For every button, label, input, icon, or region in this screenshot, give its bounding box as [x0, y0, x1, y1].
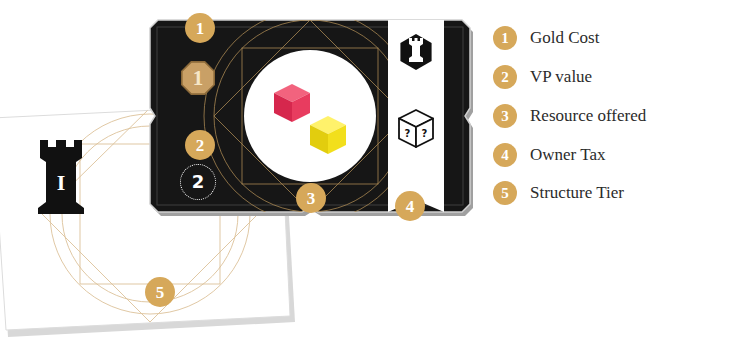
tier-tower-icon	[38, 140, 84, 214]
callout-number: 5	[493, 181, 517, 205]
tax-hexagon	[400, 34, 431, 70]
callout-number: 1	[493, 26, 517, 50]
pattern-square	[242, 48, 378, 184]
tax-tower-icon	[409, 38, 423, 62]
callout-description: Structure Tier	[530, 183, 624, 203]
octagon-outline	[182, 62, 214, 94]
callout-description: Resource offered	[530, 106, 646, 126]
dice-right	[416, 119, 433, 148]
callout-number: 2	[196, 137, 205, 154]
vp-value: 2	[192, 173, 205, 191]
key-entry: 4 Owner Tax	[493, 143, 605, 167]
callout-description: Owner Tax	[530, 145, 605, 165]
callout-number: 4	[493, 143, 517, 167]
callout-number: 4	[406, 198, 415, 215]
callout-description: Gold Cost	[530, 28, 599, 48]
dice-left	[399, 119, 416, 148]
key-entry: 1 Gold Cost	[493, 26, 599, 50]
callout-number: 1	[196, 20, 205, 37]
pattern-circle	[214, 20, 406, 212]
dice-mark: ?	[405, 129, 411, 139]
callout-description: VP value	[530, 67, 592, 87]
key-entry: 2 VP value	[493, 65, 592, 89]
callout-number: 1	[185, 13, 215, 43]
vp-badge: 2	[180, 164, 216, 200]
resource-disc	[244, 50, 376, 182]
callout-number: 4	[395, 191, 425, 221]
callout-number: 5	[156, 284, 165, 301]
callout-number: 3	[493, 104, 517, 128]
callout-number: 3	[296, 183, 326, 213]
gold-cost-value: 1	[193, 68, 204, 89]
red-cube-right	[292, 93, 310, 122]
red-cube-left	[274, 93, 292, 122]
pattern-circle	[204, 10, 416, 222]
card-front	[150, 20, 470, 212]
callout-number: 3	[307, 190, 316, 207]
pattern-diamond	[214, 20, 406, 212]
yellow-cube-right	[328, 125, 346, 154]
callout-number: 2	[185, 130, 215, 160]
cost-octagon: 1	[179, 59, 217, 97]
key-entry: 3 Resource offered	[493, 104, 646, 128]
key-entry: 5 Structure Tier	[493, 181, 624, 205]
yellow-cube-left	[310, 125, 328, 154]
tax-banner	[388, 20, 444, 212]
callout-number: 2	[493, 65, 517, 89]
callout-number: 5	[145, 277, 175, 307]
tax-dice	[399, 110, 433, 147]
dice-mark: ?	[422, 129, 428, 139]
tier-numeral: I	[57, 172, 66, 194]
card-front-pattern	[204, 10, 416, 222]
